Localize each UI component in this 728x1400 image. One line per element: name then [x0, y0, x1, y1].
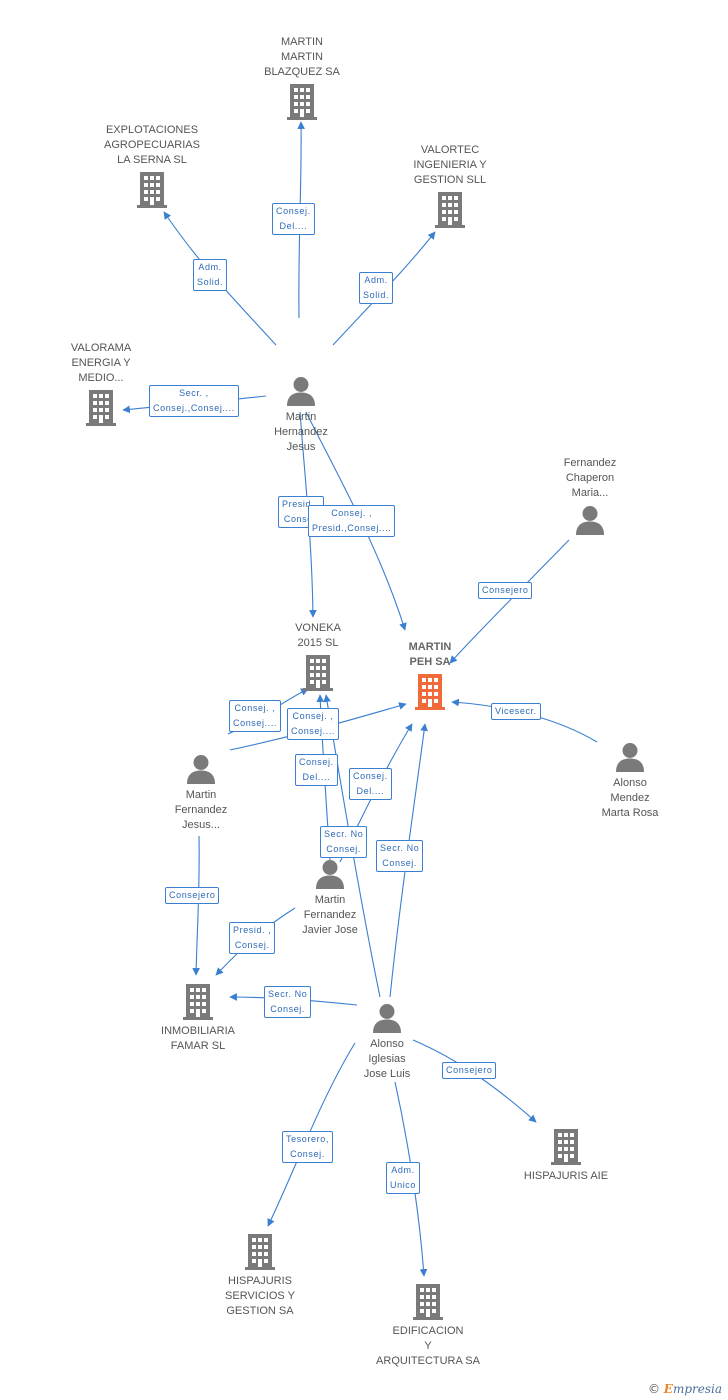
edge-label-alonso_iglesias-to-voneka[interactable]: Secr. No Consej.: [320, 826, 368, 858]
person-icon[interactable]: [616, 743, 644, 772]
node-label-fernandez_chaperon[interactable]: Fernandez Chaperon Maria...: [563, 457, 617, 499]
node-label-edificacion[interactable]: EDIFICACION Y ARQUITECTURA SA: [376, 1325, 480, 1367]
building-icon[interactable]: [287, 84, 317, 120]
edge-label-martin_fernandez_jesus-to-martin_peh[interactable]: Consej. , Consej....: [287, 708, 340, 740]
node-label-martin_fernandez_jesus[interactable]: Martin Fernandez Jesus...: [174, 789, 228, 831]
building-icon[interactable]: [415, 674, 445, 710]
person-icon[interactable]: [187, 755, 215, 784]
footer-brand: © Empresia: [648, 1382, 722, 1396]
node-label-alonso_mendez[interactable]: Alonso Mendez Marta Rosa: [601, 777, 659, 819]
edge-label-alonso_iglesias-to-martin_peh[interactable]: Secr. No Consej.: [376, 840, 424, 872]
building-icon[interactable]: [303, 655, 333, 691]
edge-label-martin_hernandez-to-explotaciones[interactable]: Adm. Solid.: [193, 259, 228, 291]
copyright-symbol: ©: [647, 1382, 660, 1396]
building-icon[interactable]: [435, 192, 465, 228]
node-label-hispajuris_servicios[interactable]: HISPAJURIS SERVICIOS Y GESTION SA: [225, 1275, 295, 1317]
person-icon[interactable]: [373, 1004, 401, 1033]
node-label-valortec[interactable]: VALORTEC INGENIERIA Y GESTION SLL: [413, 144, 487, 186]
edge-alonso_iglesias-to-hispajuris_aie: [412, 1039, 537, 1123]
edge-label-alonso_mendez-to-martin_peh[interactable]: Vicesecr.: [491, 703, 541, 720]
edge-label-martin_hernandez-to-martin_peh[interactable]: Consej. , Presid.,Consej....: [308, 505, 396, 537]
edge-label-alonso_iglesias-to-inmobiliaria[interactable]: Secr. No Consej.: [264, 986, 312, 1018]
building-icon[interactable]: [137, 172, 167, 208]
building-icon[interactable]: [183, 984, 213, 1020]
node-label-voneka[interactable]: VONEKA 2015 SL: [295, 622, 341, 649]
person-icon[interactable]: [287, 377, 315, 406]
edge-label-alonso_iglesias-to-edificacion[interactable]: Adm. Unico: [386, 1162, 421, 1194]
edge-label-martin_fernandez_jesus-to-voneka[interactable]: Consej. , Consej....: [229, 700, 282, 732]
edge-martin_fernandez_jesus-to-inmobiliaria: [192, 835, 201, 976]
building-icon[interactable]: [245, 1234, 275, 1270]
node-label-martin_peh[interactable]: MARTIN PEH SA: [408, 641, 452, 668]
node-label-valorama[interactable]: VALORAMA ENERGIA Y MEDIO...: [70, 342, 132, 384]
node-label-martin_fernandez_javier[interactable]: Martin Fernandez Javier Jose: [302, 894, 358, 936]
edge-fernandez_chaperon-to-martin_peh: [449, 539, 570, 664]
edge-label-alonso_iglesias-to-hispajuris_aie[interactable]: Consejero: [442, 1062, 497, 1079]
brand-name: mpresia: [672, 1382, 722, 1396]
edge-label-martin_fernandez_javier-to-voneka[interactable]: Consej. Del....: [295, 754, 338, 786]
edge-label-martin_fernandez_jesus-to-inmobiliaria[interactable]: Consejero: [165, 887, 220, 904]
node-label-martin_hernandez[interactable]: Martin Hernandez Jesus: [274, 411, 328, 453]
edge-label-martin_hernandez-to-martin_blazquez[interactable]: Consej. Del....: [272, 203, 315, 235]
edge-label-martin_hernandez-to-valortec[interactable]: Adm. Solid.: [359, 272, 394, 304]
building-icon[interactable]: [413, 1284, 443, 1320]
person-icon[interactable]: [576, 506, 604, 535]
brand-initial: E: [663, 1382, 673, 1396]
edge-label-martin_fernandez_javier-to-inmobiliaria[interactable]: Presid. , Consej.: [229, 922, 276, 954]
node-label-explotaciones[interactable]: EXPLOTACIONES AGROPECUARIAS LA SERNA SL: [104, 124, 200, 166]
edge-label-alonso_iglesias-to-hispajuris_servicios[interactable]: Tesorero, Consej.: [282, 1131, 333, 1163]
edge-label-martin_hernandez-to-valorama[interactable]: Secr. , Consej.,Consej....: [149, 385, 239, 417]
building-icon[interactable]: [551, 1129, 581, 1165]
node-label-inmobiliaria[interactable]: INMOBILIARIA FAMAR SL: [161, 1025, 235, 1052]
edge-label-martin_fernandez_javier-to-martin_peh[interactable]: Consej. Del....: [349, 768, 392, 800]
node-label-hispajuris_aie[interactable]: HISPAJURIS AIE: [523, 1170, 609, 1182]
edge-label-fernandez_chaperon-to-martin_peh[interactable]: Consejero: [478, 582, 533, 599]
node-label-alonso_iglesias[interactable]: Alonso Iglesias Jose Luis: [363, 1038, 411, 1080]
person-icon[interactable]: [316, 860, 344, 889]
building-icon[interactable]: [86, 390, 116, 426]
node-label-martin_blazquez[interactable]: MARTIN MARTIN BLAZQUEZ SA: [264, 36, 340, 78]
